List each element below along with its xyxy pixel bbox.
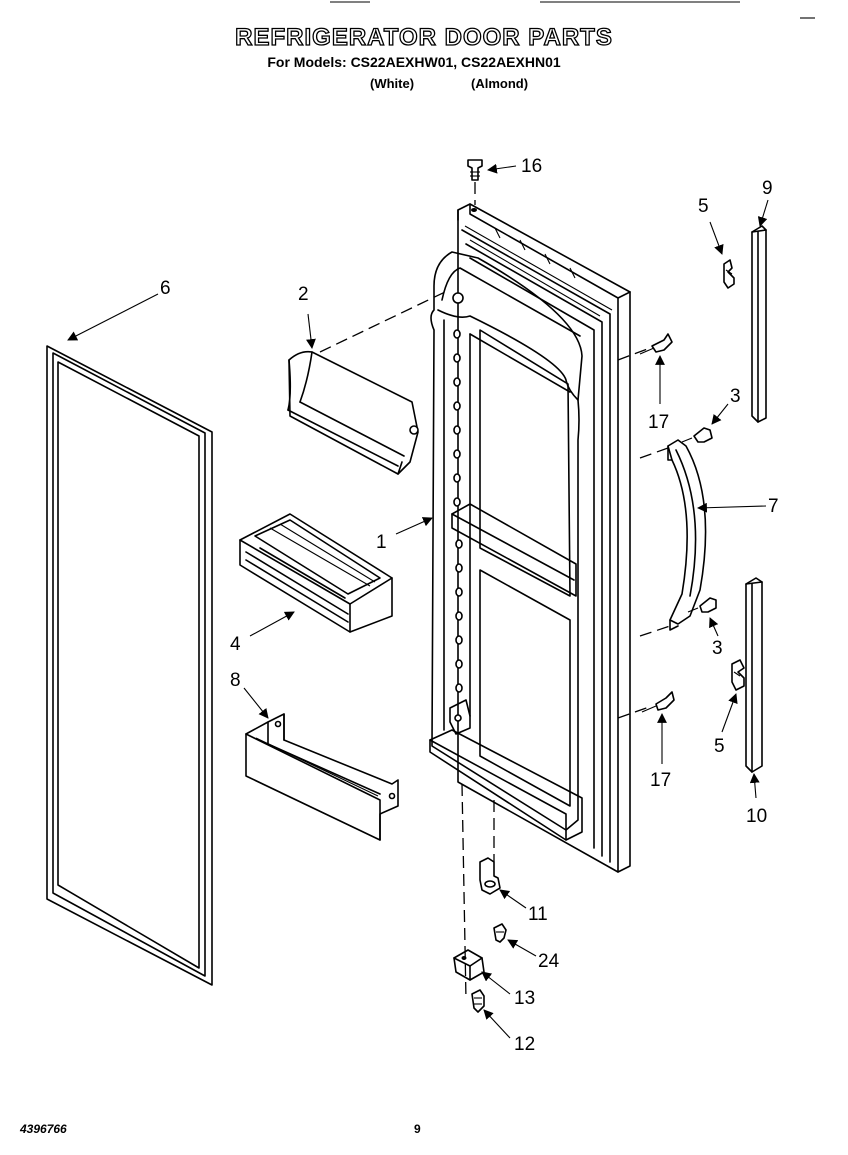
page-number: 9 [414,1122,421,1136]
door-bin-part-4 [239,513,393,633]
handle-clip-part-5-upper [723,259,735,289]
shelf-holes [453,329,463,693]
callout-11: 11 [528,904,548,925]
top-scan-edge [330,1,815,19]
callout-2: 2 [298,284,309,305]
callout-17-upper: 17 [648,412,669,433]
document-number: 4396766 [20,1122,67,1136]
callout-13: 13 [514,988,535,1009]
hinge-bracket-part-13 [453,949,485,981]
callout-1: 1 [376,532,387,553]
callout-4: 4 [230,634,241,655]
lower-trim-part-10 [745,577,763,773]
upper-trim-part-9 [751,225,767,423]
door-handle-part-7 [639,439,707,637]
door-gasket-part-6 [46,345,213,986]
callout-labels: 16 6 2 5 9 17 3 1 7 4 3 8 5 17 10 11 24 … [160,156,779,1055]
variant-white-label: (White) [370,76,415,91]
callout-6: 6 [160,278,171,299]
hinge-pin-part-11 [479,857,501,895]
callout-17-lower: 17 [650,770,671,791]
callout-5-lower: 5 [714,736,725,757]
callout-9: 9 [762,178,773,199]
page-title: REFRIGERATOR DOOR PARTS [235,23,613,51]
callout-16: 16 [521,156,542,177]
callout-3-lower: 3 [712,638,723,659]
handle-clip-part-5-lower [731,659,745,691]
callout-3-upper: 3 [730,386,741,407]
callout-7: 7 [768,496,779,517]
model-numbers: For Models: CS22AEXHW01, CS22AEXHN01 [267,54,561,70]
screw-part-3-upper [681,427,713,443]
door-assembly-part-1 [429,203,631,873]
hinge-bushing-part-16 [467,159,483,205]
screw-part-3-lower [687,597,717,613]
screw-part-24 [493,923,507,943]
callout-8: 8 [230,670,241,691]
callout-24: 24 [538,951,560,972]
screw-part-12 [471,989,485,1013]
callout-12: 12 [514,1034,535,1055]
callout-5-upper: 5 [698,196,709,217]
door-rail-part-8 [245,713,399,841]
variant-almond-label: (Almond) [471,76,529,91]
leader-arrows [67,163,769,1039]
bottom-hinge-assembly [453,783,507,1013]
dairy-door-part-2 [287,291,446,475]
screw-part-17-lower [617,691,675,719]
screw-part-17-upper [617,333,673,361]
callout-10: 10 [746,806,767,827]
